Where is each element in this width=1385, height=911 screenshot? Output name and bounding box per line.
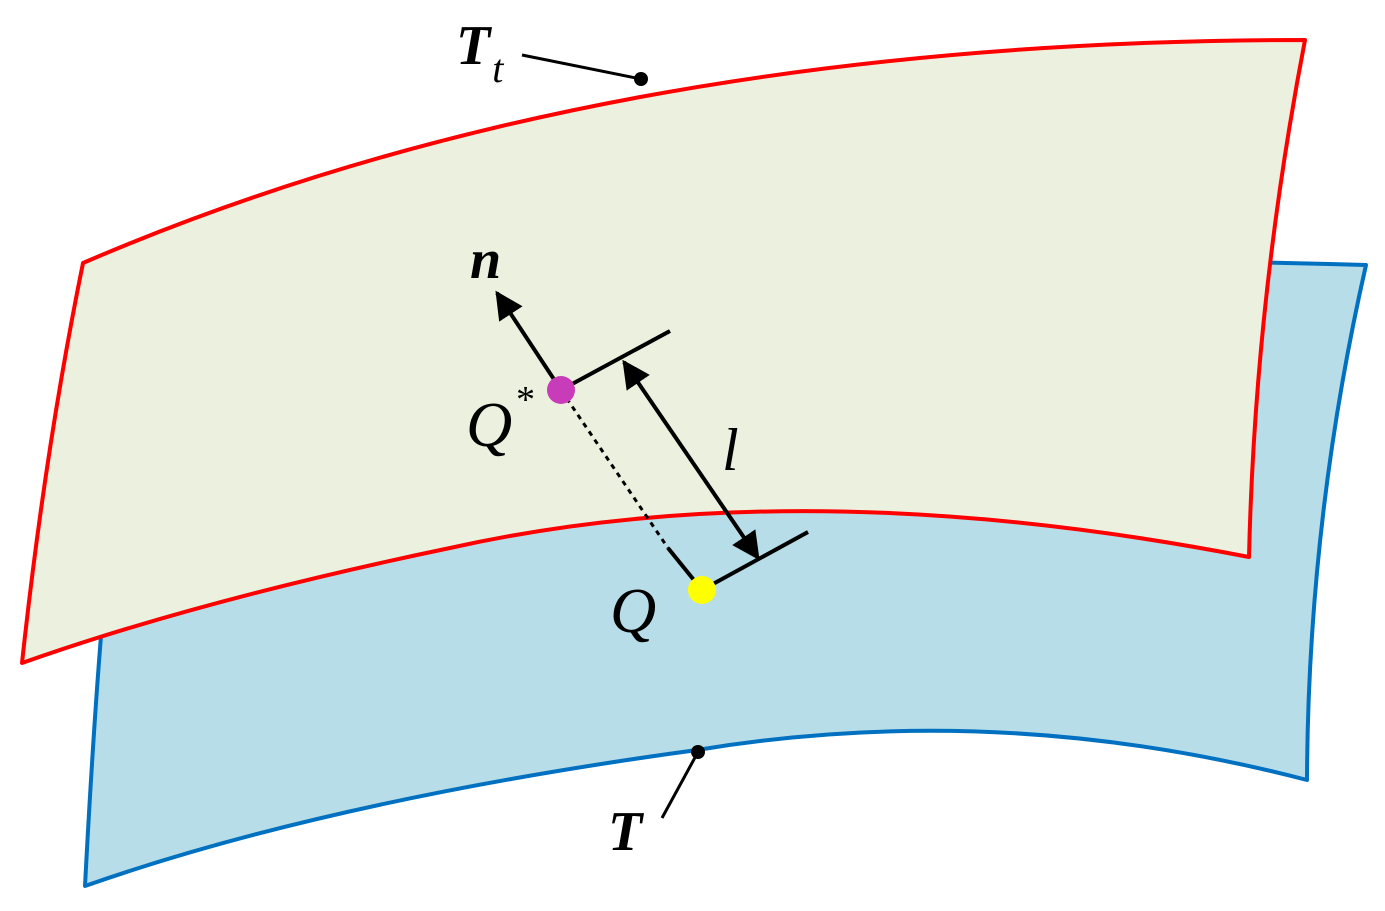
- label-q: Q: [610, 575, 656, 646]
- offset-dimension-arrow: [622, 359, 760, 561]
- tick-line-upper: [560, 329, 671, 392]
- svg-text:Q*: Q*: [466, 379, 533, 460]
- point-q: [688, 576, 716, 604]
- label-offset-l: l: [722, 417, 739, 483]
- label-q-star: Q: [466, 389, 512, 460]
- label-T: T: [608, 801, 645, 863]
- t-anchor-dot: [691, 745, 705, 759]
- label-normal-n: n: [470, 229, 501, 291]
- upper-surface-Tt: [20, 38, 1307, 665]
- tt-leader-line: [521, 53, 642, 81]
- label-Tt: T: [456, 15, 493, 77]
- svg-text:Tt: Tt: [456, 15, 504, 91]
- point-q-star: [547, 376, 575, 404]
- t-leader-line: [660, 751, 700, 819]
- normal-vector-arrow: [495, 290, 563, 392]
- label-Tt-subscript: t: [492, 46, 504, 91]
- tick-line-lower: [701, 530, 809, 592]
- label-q-star-superscript: *: [514, 379, 533, 421]
- dotted-connector: [559, 389, 670, 549]
- tt-anchor-dot: [634, 72, 648, 86]
